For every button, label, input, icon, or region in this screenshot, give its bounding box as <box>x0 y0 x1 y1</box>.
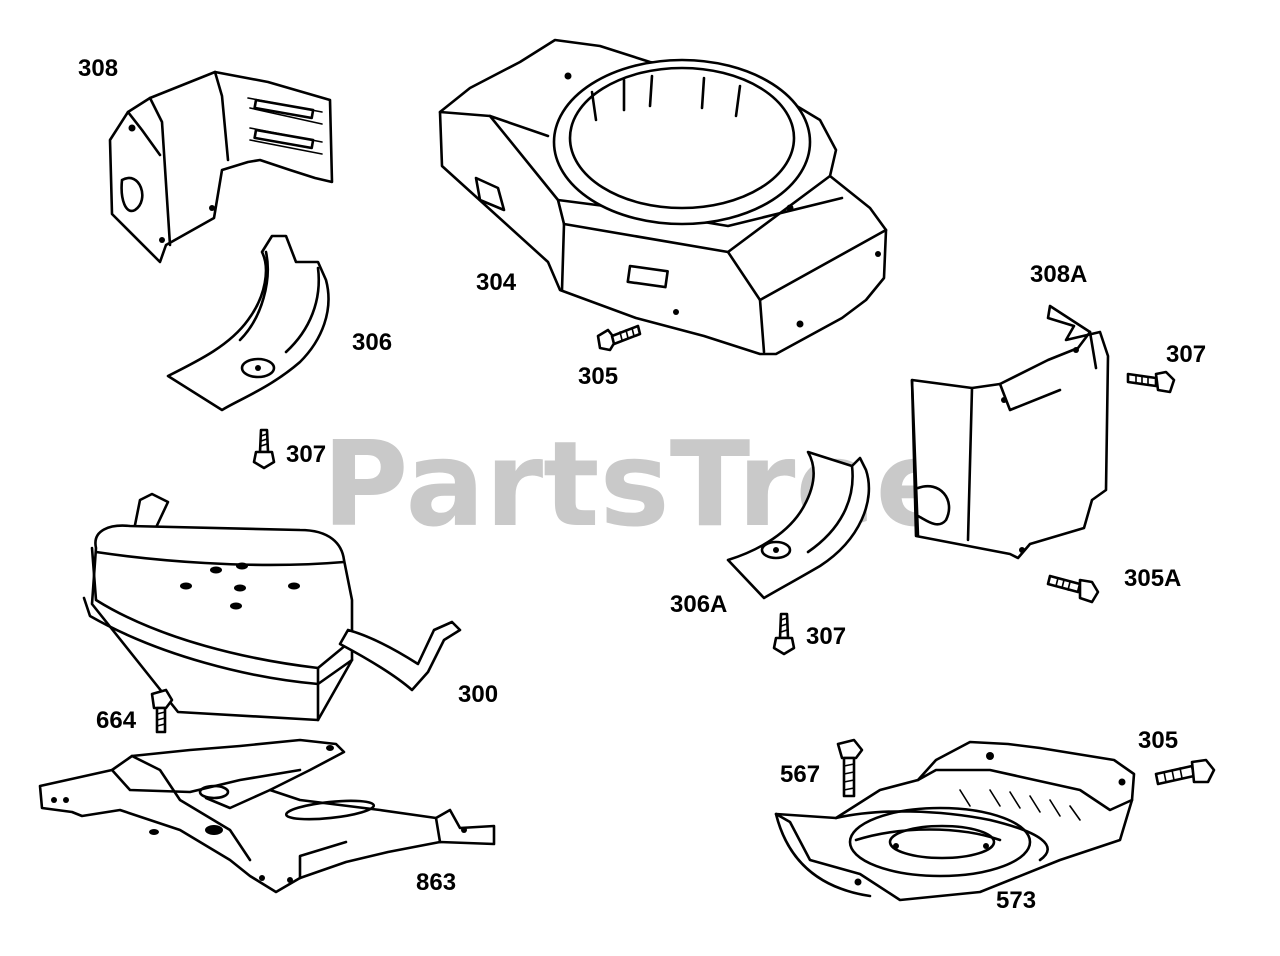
part-567-bolt <box>836 738 864 798</box>
part-300-muffler-drawing <box>82 492 462 722</box>
part-308-shield-drawing <box>108 70 334 264</box>
part-305-bolt-center <box>596 324 642 352</box>
label-part-305-center: 305 <box>578 363 618 390</box>
part-307-bolt-lower <box>772 612 796 656</box>
label-part-308A: 308A <box>1030 261 1087 288</box>
part-863-bracket-drawing <box>38 738 496 894</box>
label-part-573: 573 <box>996 887 1036 914</box>
part-307-bolt-right <box>1126 370 1176 394</box>
label-part-306: 306 <box>352 329 392 356</box>
label-part-305-lower-right: 305 <box>1138 727 1178 754</box>
label-part-304: 304 <box>476 269 517 296</box>
label-part-307-lower: 307 <box>806 623 846 650</box>
part-308A-shield-drawing <box>910 304 1110 560</box>
label-part-567: 567 <box>780 761 820 788</box>
label-part-300: 300 <box>458 681 498 708</box>
label-part-307-right: 307 <box>1166 341 1206 368</box>
part-573-base-plate-drawing <box>774 740 1136 902</box>
part-306-baffle-drawing <box>166 234 330 412</box>
label-part-308: 308 <box>78 55 118 82</box>
label-part-306A: 306A <box>670 591 727 618</box>
part-304-blower-housing-drawing <box>438 38 888 356</box>
part-305-bolt-lower-right <box>1154 758 1216 786</box>
label-part-305A: 305A <box>1124 565 1181 592</box>
label-part-307-left: 307 <box>286 441 326 468</box>
label-part-664: 664 <box>96 707 137 734</box>
label-part-863: 863 <box>416 869 456 896</box>
part-305A-bolt <box>1046 574 1100 604</box>
part-664-bolt <box>150 688 174 734</box>
part-306A-baffle-drawing <box>726 450 871 600</box>
part-307-bolt-left <box>252 428 276 470</box>
